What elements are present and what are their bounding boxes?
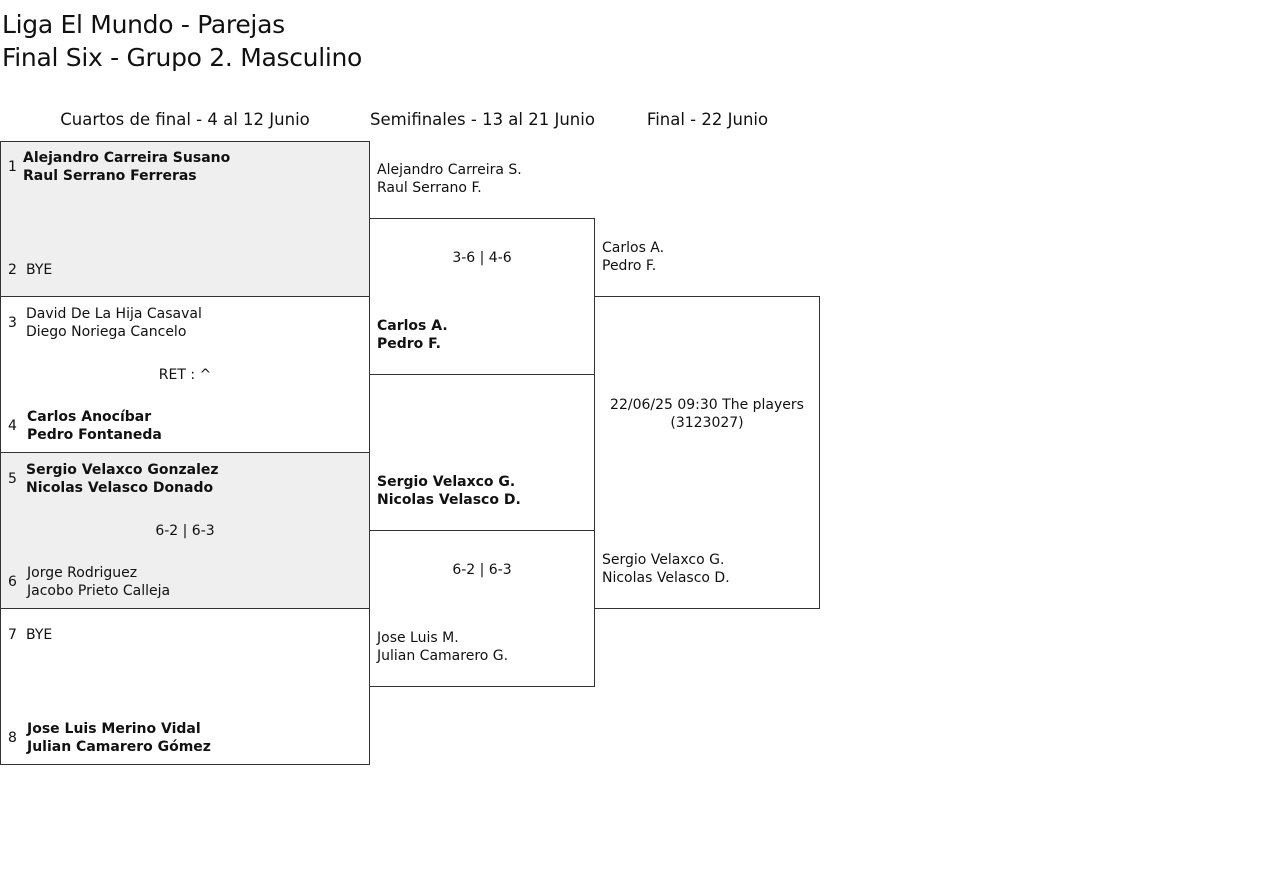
- player-name: Raul Serrano Ferreras: [23, 168, 197, 184]
- player-name: Nicolas Velasco D.: [602, 570, 730, 586]
- match-result: 3-6 | 4-6: [452, 250, 512, 266]
- semifinal-2-team-bottom[interactable]: Jose Luis M. Julian Camarero G.: [377, 629, 508, 665]
- player-name: Julian Camarero G.: [377, 648, 509, 664]
- player-name: BYE: [26, 627, 53, 643]
- player-name: Carlos Anocíbar: [27, 409, 152, 425]
- player-name: Jose Luis Merino Vidal: [27, 721, 201, 737]
- player-name: Pedro F.: [602, 258, 657, 274]
- match-result: 6-2 | 6-3: [155, 523, 215, 539]
- seed-number: 5: [8, 471, 17, 487]
- quarterfinal-match-1[interactable]: 1 Alejandro Carreira Susano Raul Serrano…: [0, 141, 370, 298]
- team-entry[interactable]: Carlos Anocíbar Pedro Fontaneda: [27, 408, 162, 444]
- team-entry[interactable]: David De La Hija Casaval Diego Noriega C…: [26, 305, 202, 341]
- player-name: Jorge Rodriguez: [27, 565, 138, 581]
- seed-number: 3: [8, 315, 17, 331]
- final-team-top[interactable]: Carlos A. Pedro F.: [602, 239, 664, 275]
- player-name: Nicolas Velasco D.: [377, 492, 521, 508]
- quarterfinal-match-2[interactable]: 3 David De La Hija Casaval Diego Noriega…: [0, 296, 370, 453]
- seed-number: 7: [8, 627, 17, 643]
- round-header-final: Final - 22 Junio: [646, 110, 769, 129]
- quarterfinal-match-4[interactable]: 7 BYE 8 Jose Luis Merino Vidal Julian Ca…: [0, 608, 370, 765]
- match-result: 6-2 | 6-3: [452, 562, 512, 578]
- semifinal-match-2[interactable]: 6-2 | 6-3 Jose Luis M. Julian Camarero G…: [369, 530, 595, 687]
- semifinal-2-team-top[interactable]: Sergio Velaxco G. Nicolas Velasco D.: [377, 473, 521, 509]
- player-name: Pedro F.: [377, 336, 441, 352]
- player-name: Alejandro Carreira S.: [377, 162, 522, 178]
- page-title: Liga El Mundo - Parejas: [2, 10, 285, 39]
- seed-number: 8: [8, 730, 17, 746]
- team-entry[interactable]: Sergio Velaxco Gonzalez Nicolas Velasco …: [26, 461, 219, 497]
- semifinal-1-team-bottom[interactable]: Carlos A. Pedro F.: [377, 317, 448, 353]
- player-name: Raul Serrano F.: [377, 180, 482, 196]
- team-entry[interactable]: BYE: [26, 626, 52, 644]
- player-name: Carlos A.: [377, 318, 448, 334]
- final-match[interactable]: 22/06/25 09:30 The players (3123027) Ser…: [594, 296, 820, 609]
- round-header-semifinals: Semifinales - 13 al 21 Junio: [370, 110, 595, 129]
- player-name: BYE: [26, 262, 53, 278]
- player-name: Jacobo Prieto Calleja: [27, 583, 171, 599]
- player-name: David De La Hija Casaval: [26, 306, 202, 322]
- player-name: Julian Camarero Gómez: [27, 739, 211, 755]
- player-name: Sergio Velaxco Gonzalez: [26, 462, 219, 478]
- player-name: Jose Luis M.: [377, 630, 459, 646]
- semifinal-match-1[interactable]: 3-6 | 4-6 Carlos A. Pedro F.: [369, 218, 595, 375]
- player-name: Sergio Velaxco G.: [377, 474, 516, 490]
- team-entry[interactable]: Alejandro Carreira Susano Raul Serrano F…: [23, 149, 230, 185]
- final-datetime-venue: 22/06/25 09:30 The players: [610, 397, 804, 413]
- player-name: Pedro Fontaneda: [27, 427, 162, 443]
- player-name: Sergio Velaxco G.: [602, 552, 725, 568]
- player-name: Alejandro Carreira Susano: [23, 150, 231, 166]
- semifinal-1-team-top[interactable]: Alejandro Carreira S. Raul Serrano F.: [377, 161, 522, 197]
- team-entry[interactable]: Jose Luis Merino Vidal Julian Camarero G…: [27, 720, 211, 756]
- player-name: Carlos A.: [602, 240, 665, 256]
- team-entry[interactable]: Jorge Rodriguez Jacobo Prieto Calleja: [27, 564, 170, 600]
- final-match-code: (3123027): [670, 415, 744, 431]
- match-result: RET : ^: [158, 367, 212, 383]
- player-name: Diego Noriega Cancelo: [26, 324, 187, 340]
- seed-number: 1: [8, 159, 17, 175]
- player-name: Nicolas Velasco Donado: [26, 480, 214, 496]
- seed-number: 4: [8, 418, 17, 434]
- seed-number: 6: [8, 574, 17, 590]
- final-team-bottom[interactable]: Sergio Velaxco G. Nicolas Velasco D.: [602, 551, 730, 587]
- team-entry[interactable]: BYE: [26, 261, 52, 279]
- round-header-quarterfinals: Cuartos de final - 4 al 12 Junio: [60, 110, 310, 129]
- final-schedule-info: 22/06/25 09:30 The players (3123027): [595, 396, 819, 432]
- seed-number: 2: [8, 262, 17, 278]
- page-subtitle: Final Six - Grupo 2. Masculino: [2, 43, 363, 72]
- quarterfinal-match-3[interactable]: 5 Sergio Velaxco Gonzalez Nicolas Velasc…: [0, 452, 370, 609]
